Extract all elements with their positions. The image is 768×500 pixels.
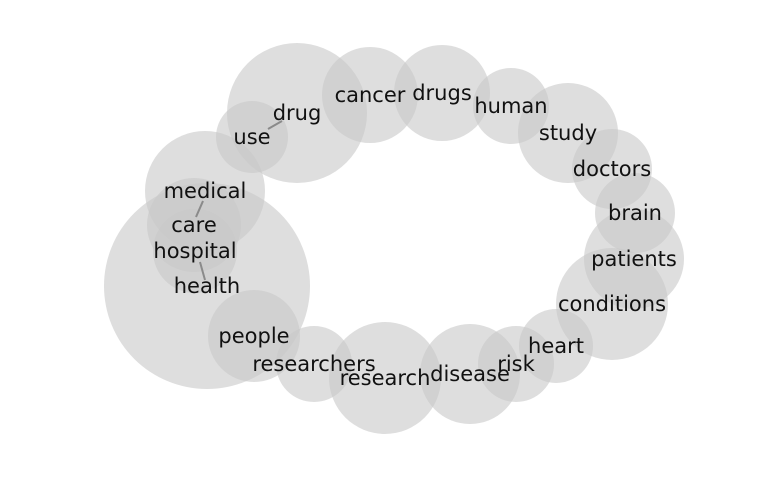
- word-label-use: use: [233, 125, 270, 149]
- word-label-risk: risk: [497, 352, 535, 376]
- word-label-drugs: drugs: [412, 81, 472, 105]
- word-label-research: research: [340, 366, 431, 390]
- word-label-health: health: [174, 274, 240, 298]
- bubble-layer: [104, 43, 684, 434]
- link-layer: [195, 120, 283, 281]
- word-label-doctors: doctors: [573, 157, 651, 181]
- word-label-heart: heart: [528, 334, 584, 358]
- word-label-disease: disease: [430, 362, 510, 386]
- word-label-researchers: researchers: [252, 352, 375, 376]
- bubble-research: [329, 322, 441, 434]
- word-label-conditions: conditions: [558, 292, 666, 316]
- bubble-hospital: [153, 209, 237, 293]
- word-label-care: care: [171, 213, 217, 237]
- word-label-brain: brain: [608, 201, 662, 225]
- word-label-cancer: cancer: [335, 83, 406, 107]
- bubble-disease: [420, 324, 520, 424]
- bubble-people: [208, 290, 300, 382]
- word-label-people: people: [218, 324, 289, 348]
- link-use-drug: [267, 120, 283, 130]
- word-label-human: human: [474, 94, 547, 118]
- word-label-hospital: hospital: [153, 239, 236, 263]
- bubble-drugs: [394, 45, 490, 141]
- bubble-cancer: [322, 47, 418, 143]
- word-label-patients: patients: [591, 247, 677, 271]
- word-label-drug: drug: [273, 101, 322, 125]
- link-medical-care: [195, 200, 204, 218]
- word-label-medical: medical: [164, 179, 247, 203]
- word-label-study: study: [539, 121, 597, 145]
- link-hospital-health: [199, 261, 206, 281]
